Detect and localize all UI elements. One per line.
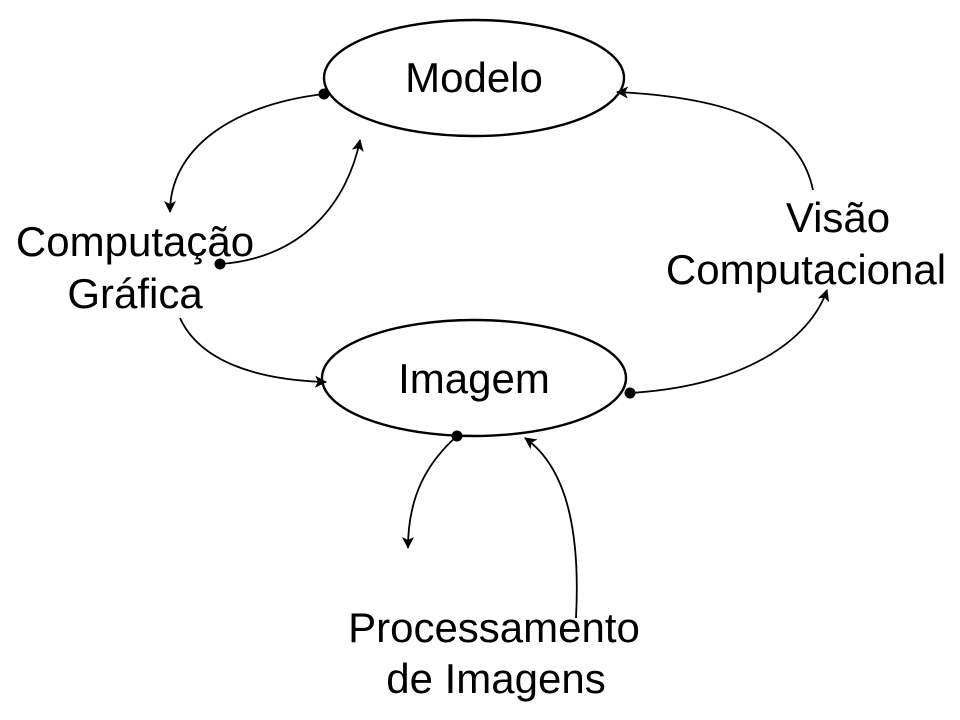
visao-computacional-line2: Computacional — [666, 246, 946, 293]
computacao-grafica-line1: Computação — [16, 218, 254, 265]
processamento-imagens-line1: Processamento — [348, 604, 640, 651]
edge-computacao-grafica-to-imagem — [179, 317, 327, 388]
dot-computacao-grafica-source — [214, 258, 226, 270]
edge-imagem-to-visao-computacional — [629, 289, 830, 394]
edge-processamento-to-imagem — [524, 437, 578, 619]
computacao-grafica-line2: Gráfica — [67, 270, 203, 317]
modelo-label: Modelo — [405, 54, 543, 101]
process-computacao-grafica: Computação Gráfica — [16, 218, 254, 317]
dot-imagem-bottom-source — [451, 430, 463, 442]
edge-imagem-to-processamento — [402, 435, 458, 549]
dot-imagem-right-source — [624, 387, 636, 399]
process-visao-computacional: Visão Computacional — [666, 194, 946, 293]
process-processamento-imagens: Processamento de Imagens — [348, 604, 640, 702]
processamento-imagens-line2: de Imagens — [386, 655, 605, 702]
node-imagem[interactable]: Imagem — [320, 318, 628, 438]
modelo-ellipse — [322, 18, 626, 138]
edge-modelo-to-computacao-grafica — [164, 93, 325, 213]
visao-computacional-line1: Visão — [786, 194, 890, 241]
edge-computacao-grafica-to-modelo — [219, 139, 364, 265]
imagem-label: Imagem — [398, 355, 550, 402]
node-modelo[interactable]: Modelo — [322, 18, 626, 138]
edge-visao-computacional-to-modelo — [616, 86, 814, 191]
dot-modelo-source — [318, 88, 330, 100]
